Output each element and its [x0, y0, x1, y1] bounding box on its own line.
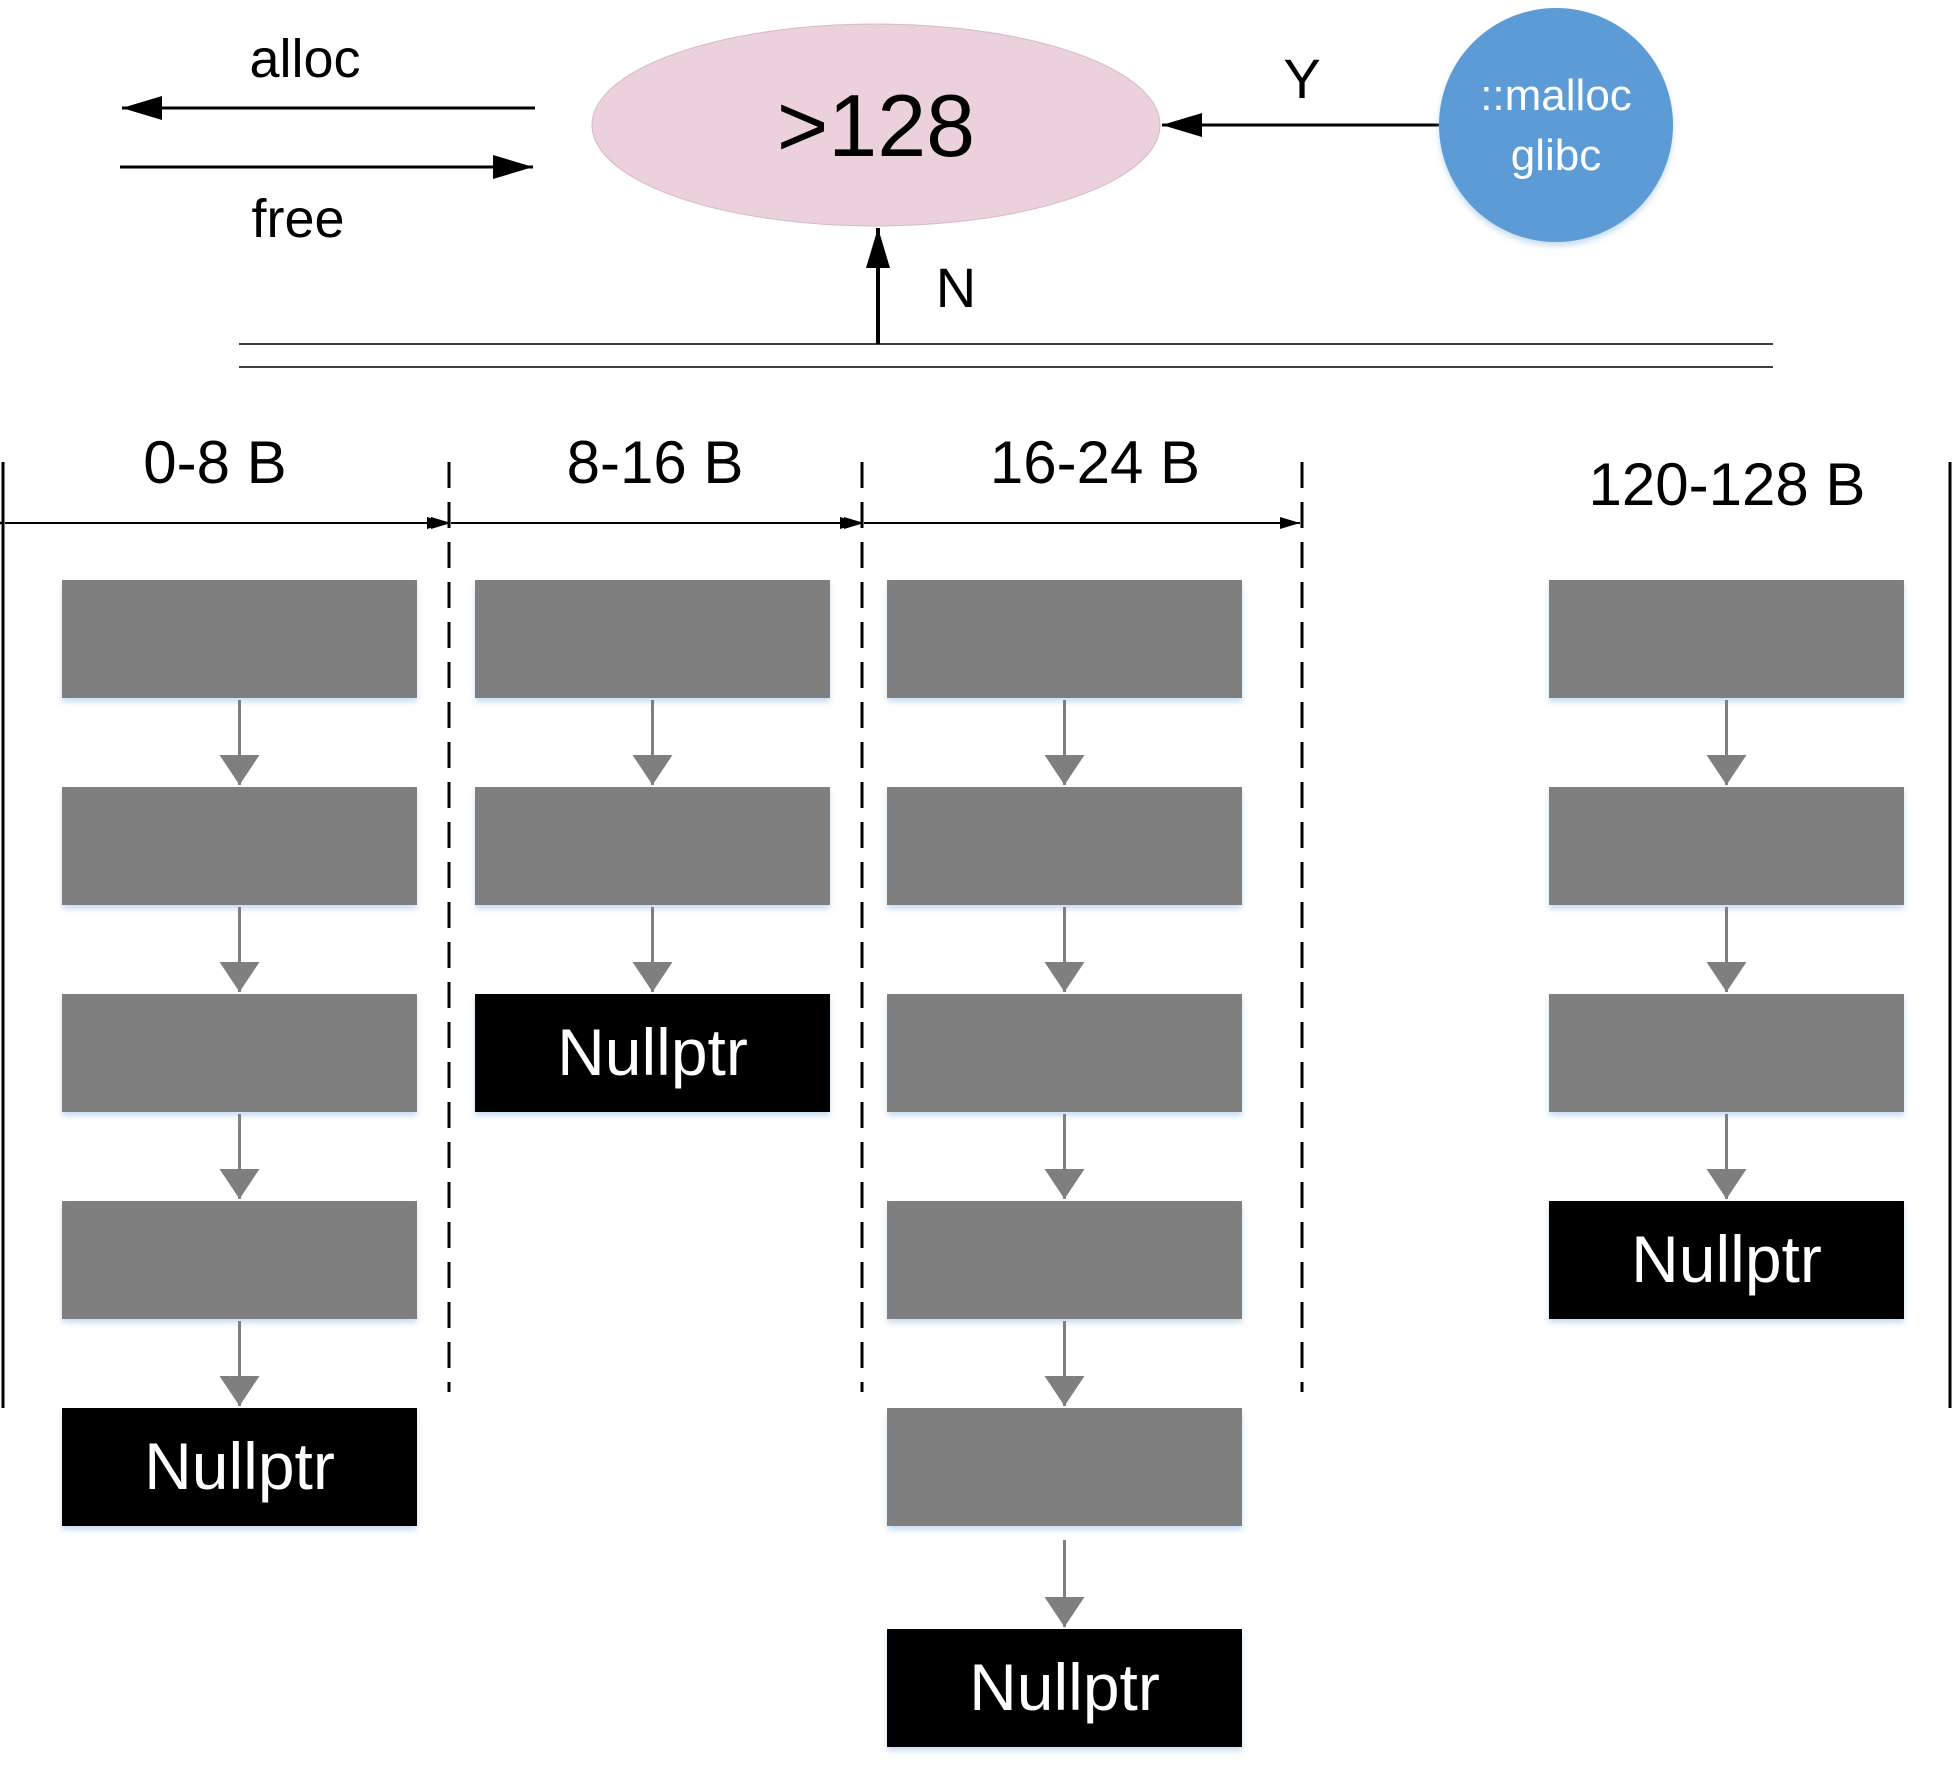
range-labels: 0-8 B 8-16 B 16-24 B 120-128 B — [143, 429, 1865, 518]
alloc-label: alloc — [249, 29, 360, 89]
no-branch: N — [239, 228, 1773, 368]
nullptr-block — [887, 1629, 1242, 1747]
nullptr-label: Nullptr — [1631, 1222, 1822, 1296]
yes-label: Y — [1283, 47, 1320, 110]
size-decision-node: >128 — [591, 23, 1161, 227]
free-block — [62, 1201, 417, 1319]
free-label: free — [251, 189, 344, 249]
malloc-circle — [1439, 8, 1673, 242]
free-block — [62, 580, 417, 698]
free-block — [1549, 580, 1904, 698]
free-block — [887, 1201, 1242, 1319]
nullptr-label: Nullptr — [969, 1650, 1160, 1724]
column-boundaries — [1, 462, 1952, 1408]
free-block — [475, 787, 830, 905]
free-block — [62, 787, 417, 905]
free-block — [887, 1408, 1242, 1526]
legend: alloc free — [120, 29, 535, 249]
free-block — [1549, 994, 1904, 1112]
nullptr-block — [475, 994, 830, 1112]
free-block — [62, 994, 417, 1112]
range-label-col-3: 120-128 B — [1589, 451, 1866, 518]
range-label-col-1: 8-16 B — [567, 429, 744, 496]
glibc-label: glibc — [1511, 131, 1602, 180]
malloc-label: ::malloc — [1480, 71, 1632, 120]
decision-label: >128 — [777, 76, 975, 175]
free-block — [887, 580, 1242, 698]
no-label: N — [936, 256, 976, 319]
malloc-fallback-node: ::malloc glibc — [1439, 8, 1673, 242]
range-label-col-0: 0-8 B — [143, 429, 286, 496]
nullptr-label: Nullptr — [557, 1015, 748, 1089]
nullptr-block — [1549, 1201, 1904, 1319]
free-block — [1549, 787, 1904, 905]
range-label-col-2: 16-24 B — [990, 429, 1200, 496]
free-block — [887, 994, 1242, 1112]
nullptr-label: Nullptr — [144, 1429, 335, 1503]
decision-ellipse — [591, 23, 1161, 227]
nullptr-block — [62, 1408, 417, 1526]
free-block — [887, 787, 1242, 905]
yes-branch: Y — [1162, 47, 1440, 137]
free-block — [475, 580, 830, 698]
